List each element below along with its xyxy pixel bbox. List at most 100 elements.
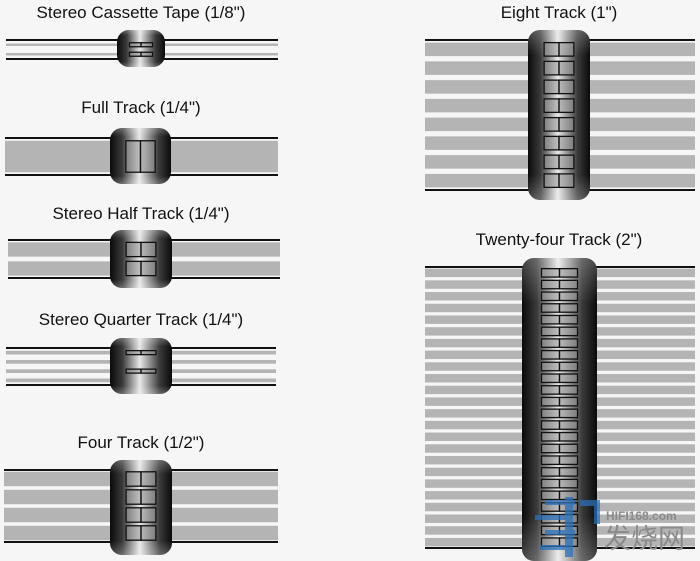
head-gap (128, 51, 142, 57)
head-gap (540, 314, 561, 325)
head-gap (558, 373, 579, 384)
head-gap (558, 60, 575, 76)
diagram-2: Full Track (1/4") (5, 98, 278, 184)
head-gap (125, 368, 142, 374)
head-gap (558, 41, 575, 57)
head-gap (540, 385, 561, 395)
head-gap (558, 478, 579, 489)
head-gap (558, 467, 579, 477)
watermark-bar (545, 500, 575, 505)
head-gap (558, 396, 579, 407)
watermark-name: 发烧网 (604, 524, 685, 554)
head-gap (543, 60, 560, 76)
head-gap (543, 41, 560, 57)
head-gap (558, 455, 579, 466)
head-gap (540, 279, 561, 290)
head-gap (540, 396, 561, 407)
head-gap (558, 408, 579, 419)
head-gap (125, 525, 142, 541)
head-gap (558, 303, 579, 313)
head-gap (558, 443, 579, 454)
diagram-5: Four Track (1/2") (4, 433, 278, 555)
head-gap (540, 326, 561, 337)
diagram-title: Stereo Cassette Tape (1/8") (37, 3, 246, 22)
head-gap (140, 507, 157, 523)
head-gap (540, 443, 561, 454)
head-gap (558, 326, 579, 337)
head-gap (540, 490, 561, 501)
head-gap (540, 338, 561, 348)
diagram-title: Twenty-four Track (2") (476, 230, 643, 249)
head-gap (558, 420, 579, 430)
head-gap (543, 79, 560, 95)
head-gap (543, 98, 560, 114)
head-gap (558, 279, 579, 290)
head-gap (558, 385, 579, 395)
diagram-title: Full Track (1/4") (81, 98, 200, 117)
head-gap (540, 420, 561, 430)
head-gap (558, 267, 579, 278)
head-gap (140, 260, 157, 277)
head-gap (558, 338, 579, 348)
head-gap (540, 478, 561, 489)
head-gap (125, 489, 142, 505)
head-gap (540, 349, 561, 360)
head-gap (558, 431, 579, 442)
diagram-6: Eight Track (1") (425, 3, 695, 200)
head-gap (140, 489, 157, 505)
head-gap (558, 349, 579, 360)
head-gap (558, 173, 575, 189)
head-gap (543, 135, 560, 151)
head-gap (125, 260, 142, 277)
head-gap (558, 291, 579, 302)
head-gap (140, 42, 154, 48)
head-gap (540, 303, 561, 313)
head-gap (540, 361, 561, 372)
watermark-bar (545, 530, 575, 535)
watermark-site: HIFI168.com (606, 509, 677, 523)
watermark-bar (540, 545, 570, 550)
head-gap (140, 471, 157, 487)
head-gap (558, 116, 575, 132)
head-gap (558, 314, 579, 325)
head-gap (125, 349, 142, 356)
head-gap (540, 408, 561, 419)
tape-head-shine (110, 230, 172, 288)
head-gap (140, 241, 157, 258)
head-gap (140, 349, 157, 356)
head-gap (540, 291, 561, 302)
watermark-bar (535, 515, 565, 520)
head-gap (540, 455, 561, 466)
head-gap (125, 471, 142, 487)
head-gap (140, 368, 157, 374)
diagram-4: Stereo Quarter Track (1/4") (6, 310, 276, 394)
diagram-title: Stereo Half Track (1/4") (52, 204, 229, 223)
head-gap (140, 525, 157, 541)
head-gap (125, 241, 142, 258)
head-gap (540, 373, 561, 384)
head-gap (540, 467, 561, 477)
diagram-3: Stereo Half Track (1/4") (8, 204, 280, 288)
head-gap (140, 51, 154, 57)
diagram-title: Stereo Quarter Track (1/4") (39, 310, 243, 329)
diagram-title: Four Track (1/2") (78, 433, 205, 452)
head-gap (139, 140, 156, 173)
head-gap (128, 42, 142, 48)
head-gap (543, 173, 560, 189)
watermark-logo (535, 497, 600, 557)
tape-head-shine (110, 338, 172, 394)
diagram-title: Eight Track (1") (501, 3, 618, 22)
head-gap (543, 154, 560, 170)
head-gap (540, 431, 561, 442)
tape-head-shine (117, 30, 165, 67)
watermark-bar (565, 497, 573, 557)
head-gap (558, 98, 575, 114)
head-gap (125, 507, 142, 523)
diagram-1: Stereo Cassette Tape (1/8") (6, 3, 278, 67)
head-gap (558, 154, 575, 170)
head-gap (543, 116, 560, 132)
head-gap (125, 140, 142, 173)
watermark-bar (594, 500, 600, 524)
